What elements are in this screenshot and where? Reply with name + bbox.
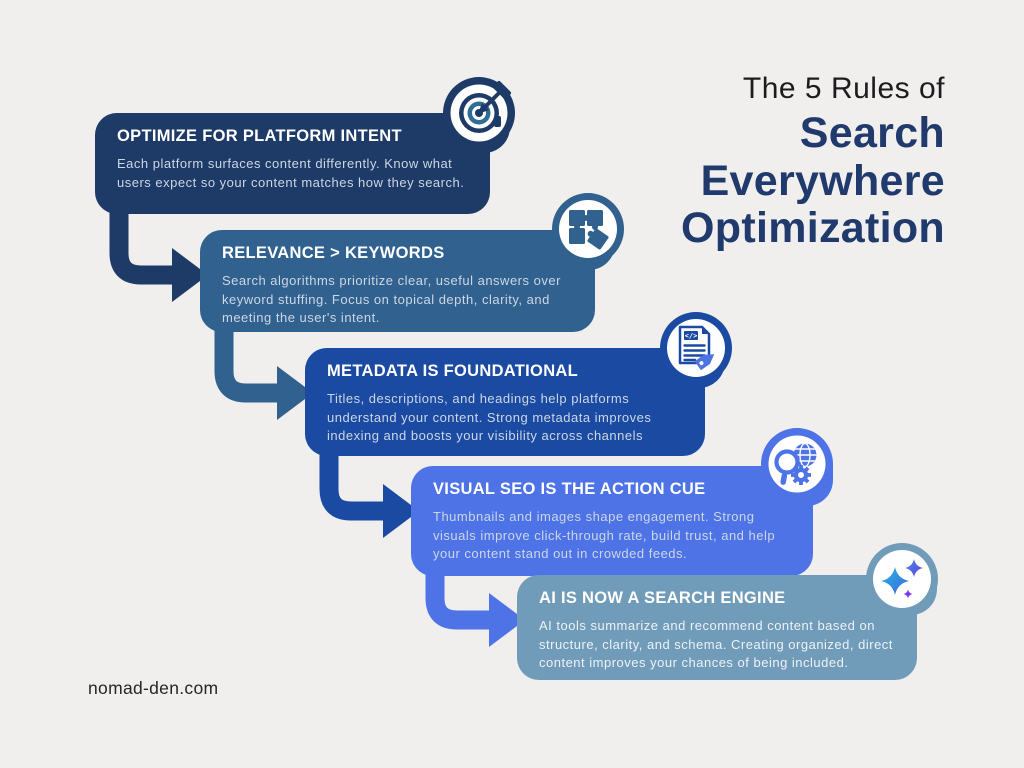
header: The 5 Rules of Search Everywhere Optimiz…: [681, 72, 945, 253]
arrow-3-icon: [319, 434, 419, 538]
card-body: Each platform surfaces content different…: [117, 156, 465, 190]
card-title: METADATA IS FOUNDATIONAL: [327, 362, 579, 380]
svg-text:</>: </>: [685, 332, 698, 340]
ai-sparkles-icon: [866, 543, 938, 615]
arrow-1-icon: [109, 198, 208, 302]
search-globe-gear-icon: [761, 428, 833, 500]
page-title-line-3: Optimization: [681, 204, 945, 253]
card-body: Thumbnails and images shape engagement. …: [433, 509, 776, 561]
card-body: Search algorithms prioritize clear, usef…: [222, 273, 561, 325]
card-ai-search-engine: AI IS NOW A SEARCH ENGINE AI tools summa…: [517, 575, 917, 680]
card-relevance-keywords: RELEVANCE > KEYWORDS Search algorithms p…: [200, 230, 595, 332]
puzzle-pieces-icon: [552, 193, 624, 265]
card-metadata-foundational: METADATA IS FOUNDATIONAL Titles, descrip…: [305, 348, 705, 456]
document-code-tag-icon: </>: [660, 312, 732, 384]
card-title: VISUAL SEO IS THE ACTION CUE: [433, 480, 706, 498]
arrow-4-icon: [425, 554, 525, 647]
page-title-line-2: Everywhere: [700, 156, 945, 205]
card-body: AI tools summarize and recommend content…: [539, 618, 893, 670]
card-body: Titles, descriptions, and headings help …: [327, 391, 652, 443]
card-title: RELEVANCE > KEYWORDS: [222, 244, 445, 262]
card-visual-seo: VISUAL SEO IS THE ACTION CUE Thumbnails …: [411, 466, 813, 576]
page-title-line-1: Search: [799, 109, 945, 157]
card-title: AI IS NOW A SEARCH ENGINE: [539, 589, 786, 607]
card-title: OPTIMIZE FOR PLATFORM INTENT: [117, 127, 402, 145]
header-kicker: The 5 Rules of: [742, 72, 945, 105]
target-dart-icon: [443, 77, 515, 149]
watermark: nomad-den.com: [88, 678, 219, 698]
card-optimize-platform-intent: OPTIMIZE FOR PLATFORM INTENT Each platfo…: [95, 113, 490, 214]
arrow-2-icon: [214, 316, 313, 420]
